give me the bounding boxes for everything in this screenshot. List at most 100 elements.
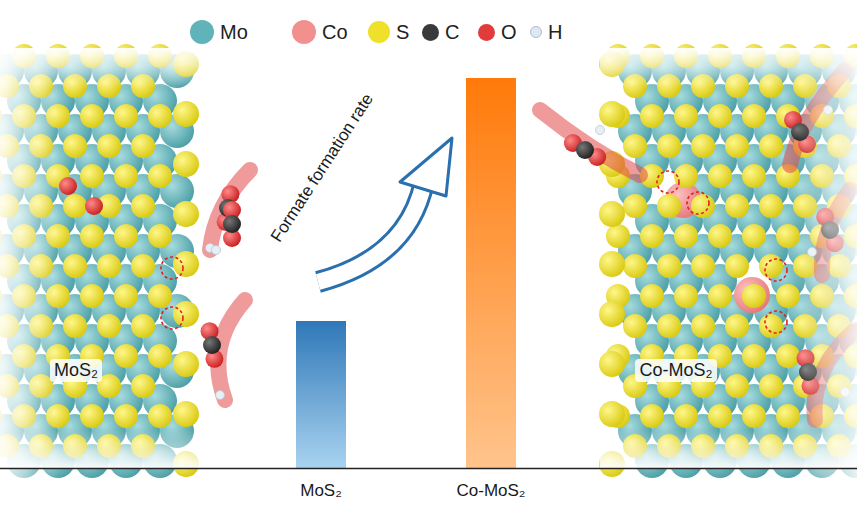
s-atom: [599, 101, 625, 127]
axis-line: [0, 468, 857, 470]
legend-item: H: [530, 18, 562, 46]
s-atom: [131, 254, 155, 278]
fade: [600, 48, 857, 88]
s-atom: [691, 254, 715, 278]
s-atom: [708, 104, 732, 128]
s-atom: [674, 404, 698, 428]
s-atom: [759, 374, 783, 398]
h-atom: [212, 246, 221, 255]
s-atom: [148, 224, 172, 248]
s-atom: [759, 314, 783, 338]
s-atom: [599, 301, 625, 327]
s-atom: [742, 404, 766, 428]
s-atom: [173, 151, 199, 177]
legend-swatch: [190, 20, 214, 44]
s-atom: [173, 301, 199, 327]
s-atom: [173, 251, 199, 277]
material-label: Co-MoS₂: [635, 359, 716, 382]
axis-title: Formate formation rate: [267, 90, 378, 246]
s-atom: [657, 254, 681, 278]
legend-swatch: [478, 24, 495, 41]
s-atom: [80, 284, 104, 308]
s-atom: [725, 134, 749, 158]
s-atom: [63, 314, 87, 338]
s-atom: [776, 344, 800, 368]
s-atom: [114, 224, 138, 248]
material-label: MoS₂: [50, 359, 102, 382]
s-atom: [776, 224, 800, 248]
s-atom: [657, 134, 681, 158]
s-atom: [674, 224, 698, 248]
s-atom: [114, 104, 138, 128]
legend-item: S: [368, 18, 409, 46]
s-atom: [708, 284, 732, 308]
s-atom: [148, 164, 172, 188]
legend-label: Co: [322, 21, 348, 44]
s-atom: [114, 404, 138, 428]
s-atom: [742, 284, 766, 308]
co-atom: [734, 277, 770, 313]
fade: [0, 48, 210, 88]
bar: [466, 78, 516, 468]
s-atom: [691, 314, 715, 338]
s-atom: [173, 101, 199, 127]
s-atom: [691, 194, 715, 218]
s-atom: [759, 194, 783, 218]
s-atom: [725, 314, 749, 338]
s-atom: [80, 104, 104, 128]
fade: [600, 430, 857, 468]
s-atom: [674, 104, 698, 128]
s-atom: [131, 374, 155, 398]
s-atom: [623, 254, 647, 278]
s-atom: [640, 224, 664, 248]
motion-trail: [210, 170, 250, 250]
vacancy-marker: [765, 259, 787, 281]
s-atom: [742, 164, 766, 188]
fade: [797, 50, 857, 480]
s-atom: [599, 351, 625, 377]
atom-lattice: [0, 44, 857, 478]
s-atom: [674, 284, 698, 308]
c-atom: [223, 215, 241, 233]
s-atom: [725, 194, 749, 218]
s-atom: [173, 401, 199, 427]
motion-trail: [218, 300, 245, 400]
s-atom: [725, 374, 749, 398]
h-atom: [596, 126, 605, 135]
category-label: MoS₂: [300, 481, 342, 501]
s-atom: [97, 134, 121, 158]
s-atom: [148, 104, 172, 128]
s-atom: [640, 284, 664, 308]
s-atom: [657, 314, 681, 338]
s-atom: [759, 134, 783, 158]
c-atom: [576, 141, 594, 159]
o-atom: [85, 197, 103, 215]
legend-label: O: [501, 21, 517, 44]
s-atom: [623, 194, 647, 218]
motion-trail: [540, 110, 640, 175]
s-atom: [776, 404, 800, 428]
legend-label: Mo: [220, 21, 248, 44]
s-atom: [173, 351, 199, 377]
legend-item: Mo: [190, 18, 248, 46]
s-atom: [173, 201, 199, 227]
legend-swatch: [368, 21, 390, 43]
s-atom: [759, 254, 783, 278]
s-atom: [742, 104, 766, 128]
s-atom: [708, 224, 732, 248]
s-atom: [63, 254, 87, 278]
fade: [0, 430, 210, 468]
s-atom: [148, 284, 172, 308]
s-atom: [725, 254, 749, 278]
s-atom: [114, 344, 138, 368]
s-atom: [691, 134, 715, 158]
o-atom: [59, 177, 77, 195]
s-atom: [114, 164, 138, 188]
s-atom: [80, 164, 104, 188]
legend-label: C: [445, 21, 459, 44]
s-atom: [80, 224, 104, 248]
vacancy-marker: [687, 192, 709, 214]
s-atom: [640, 404, 664, 428]
s-atom: [131, 314, 155, 338]
